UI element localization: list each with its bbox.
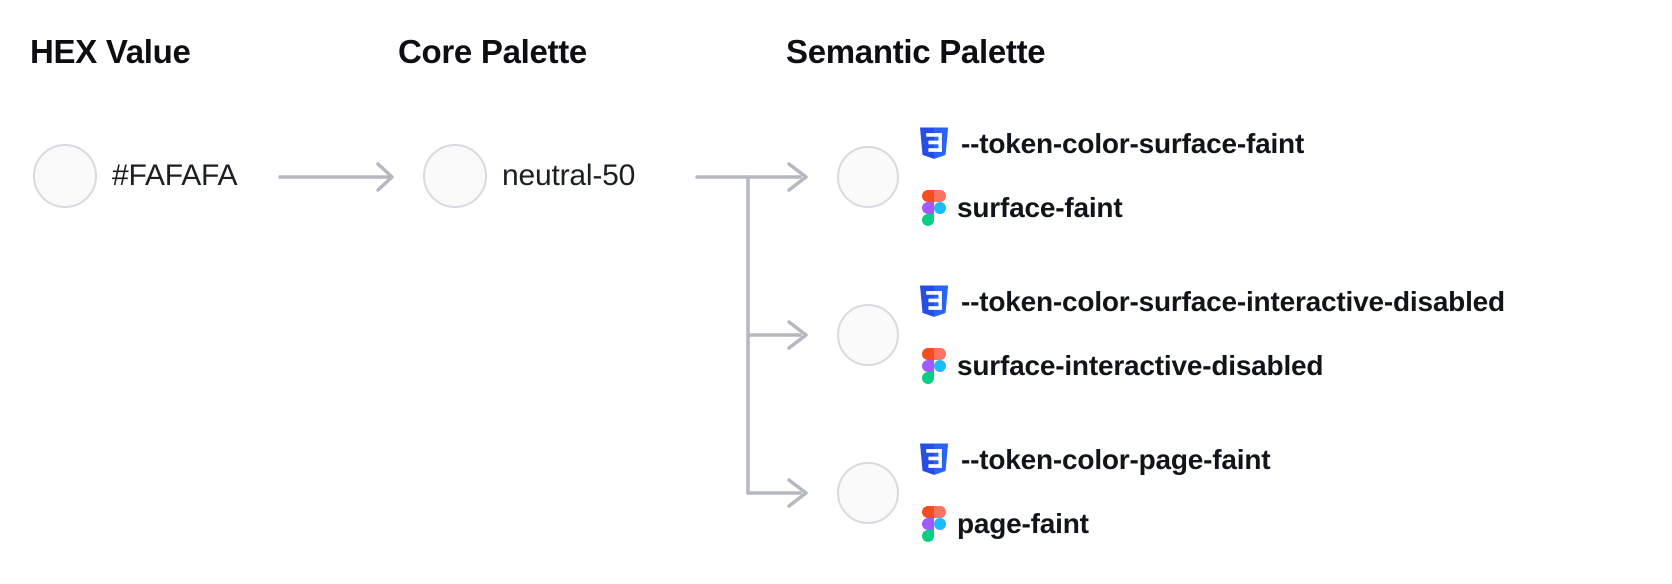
- core-palette-label: neutral-50: [502, 159, 636, 192]
- core-color-swatch: [423, 144, 487, 208]
- figma-icon: [922, 190, 946, 226]
- css-token-line: --token-color-surface-faint: [920, 122, 1304, 166]
- semantic-token-row: --token-color-page-faint page-faint: [835, 438, 1672, 548]
- core-palette-item: neutral-50: [423, 144, 635, 208]
- semantic-token-row: --token-color-surface-interactive-disabl…: [835, 280, 1672, 390]
- hex-value-label: #FAFAFA: [112, 159, 238, 192]
- figma-token-line: page-faint: [920, 502, 1089, 546]
- css-token-line: --token-color-surface-interactive-disabl…: [920, 280, 1505, 324]
- column-header-hex-value: HEX Value: [30, 33, 191, 70]
- semantic-color-swatch: [837, 146, 899, 208]
- figma-token-line: surface-interactive-disabled: [920, 344, 1324, 388]
- css3-icon: [920, 127, 948, 161]
- figma-icon: [922, 506, 946, 542]
- css-token-line: --token-color-page-faint: [920, 438, 1271, 482]
- figma-token-name: surface-faint: [957, 192, 1123, 223]
- css3-icon: [920, 443, 948, 477]
- figma-token-name: surface-interactive-disabled: [957, 350, 1324, 381]
- hex-color-swatch: [33, 144, 97, 208]
- semantic-color-swatch: [837, 462, 899, 524]
- figma-icon: [922, 348, 946, 384]
- css3-icon: [920, 285, 948, 319]
- semantic-color-swatch: [837, 304, 899, 366]
- figma-token-name: page-faint: [957, 508, 1089, 539]
- column-header-core-palette: Core Palette: [398, 33, 587, 70]
- semantic-token-row: --token-color-surface-faint surface-fain…: [835, 122, 1672, 232]
- css-token-name: --token-color-page-faint: [961, 444, 1271, 475]
- hex-value-item: #FAFAFA: [33, 144, 238, 208]
- column-header-semantic-palette: Semantic Palette: [786, 33, 1046, 70]
- figma-token-line: surface-faint: [920, 186, 1123, 230]
- css-token-name: --token-color-surface-faint: [961, 128, 1305, 159]
- css-token-name: --token-color-surface-interactive-disabl…: [961, 286, 1505, 317]
